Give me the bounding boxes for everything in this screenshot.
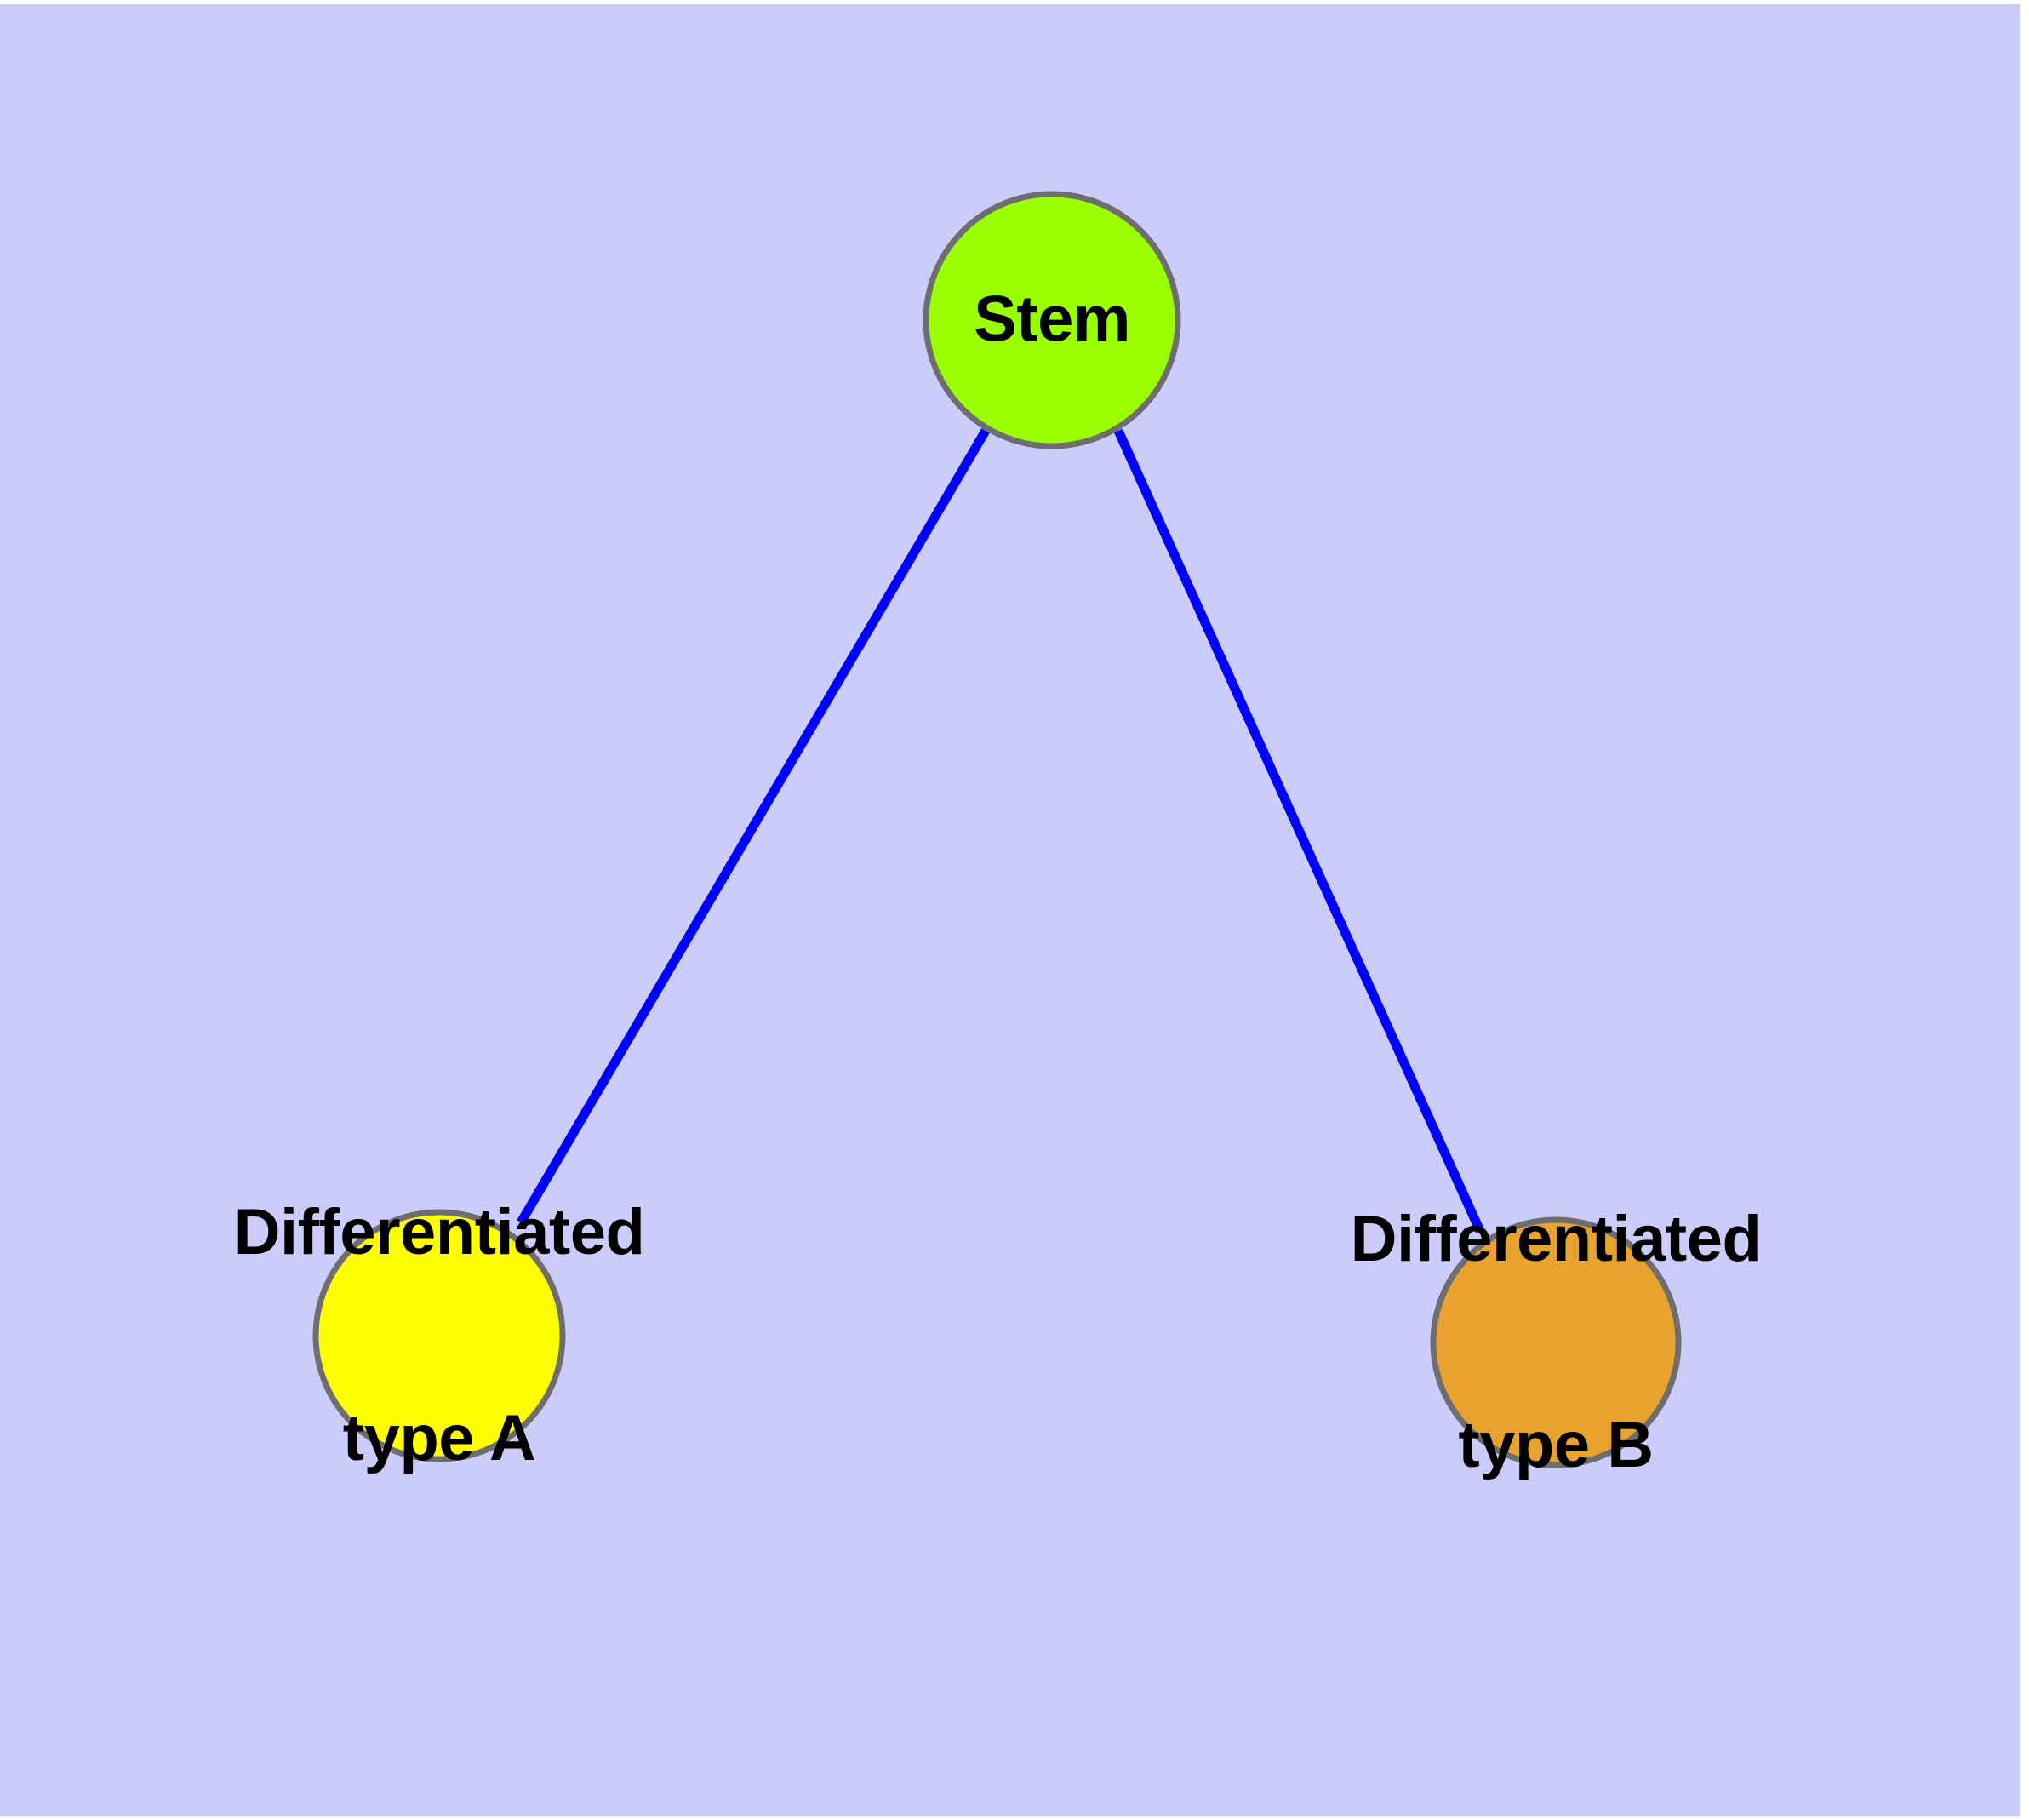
node-stem[interactable]: [923, 191, 1181, 449]
edge-stem-to-differentiated-type-b: [1113, 428, 1485, 1233]
node-differentiated-type-b[interactable]: [1430, 1216, 1682, 1468]
node-layer: [312, 191, 1682, 1468]
edge-layer: [517, 428, 1485, 1233]
graph-svg: [312, 191, 1682, 1468]
edge-stem-to-differentiated-type-a: [517, 428, 990, 1225]
node-differentiated-type-a[interactable]: [312, 1209, 566, 1462]
diagram-plot-area: Stem Differentiated type A Differentiate…: [0, 4, 2020, 1816]
